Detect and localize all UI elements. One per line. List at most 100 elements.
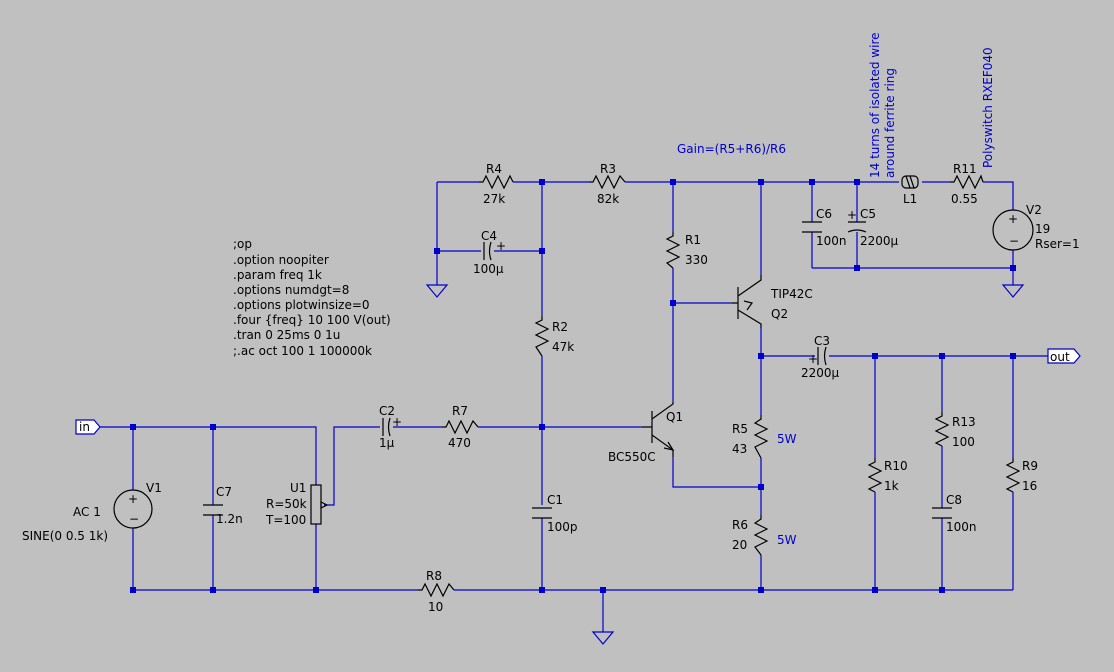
capacitor-c4: + C4 100µ xyxy=(473,229,506,276)
directive-line: ;.ac oct 100 1 100000k xyxy=(233,344,372,358)
c6-name: C6 xyxy=(816,207,832,221)
r6-power: 5W xyxy=(777,533,797,547)
c4-name: C4 xyxy=(481,229,497,243)
c5-name: C5 xyxy=(860,207,876,221)
v2-value: 19 xyxy=(1035,222,1050,236)
capacitor-c1: C1 100p xyxy=(532,493,578,534)
voltage-source-v1: + − V1 AC 1 SINE(0 0.5 1k) xyxy=(22,481,162,543)
c5-value: 2200µ xyxy=(860,234,899,248)
polyswitch-note: Polyswitch RXEF040 xyxy=(981,47,995,168)
r4-name: R4 xyxy=(486,162,502,176)
u1-name: U1 xyxy=(290,481,306,495)
r9-name: R9 xyxy=(1022,459,1038,473)
c8-name: C8 xyxy=(946,493,962,507)
junction-dots xyxy=(130,179,1016,593)
gain-note: Gain=(R5+R6)/R6 xyxy=(677,142,786,156)
directive-line: .options numdgt=8 xyxy=(233,283,349,297)
u1-line2: T=100 xyxy=(265,513,306,527)
r10-name: R10 xyxy=(884,459,908,473)
spice-directives: ;op .option noopiter .param freq 1k .opt… xyxy=(233,237,391,358)
port-in: in xyxy=(75,419,101,435)
v1-value: AC 1 xyxy=(73,505,101,519)
resistor-r7: R7 470 xyxy=(442,404,479,450)
port-out: out xyxy=(1047,348,1081,364)
r8-name: R8 xyxy=(426,569,442,583)
inductor-note-line1: 14 turns of isolated wire xyxy=(868,32,882,178)
v2-minus: − xyxy=(1009,234,1019,248)
c7-name: C7 xyxy=(216,485,232,499)
capacitor-c2: + C2 1µ xyxy=(379,404,402,450)
resistor-r9: R9 16 xyxy=(1005,458,1038,493)
resistor-r5: R5 43 5W xyxy=(732,415,797,459)
c2-name: C2 xyxy=(379,404,395,418)
c4-value: 100µ xyxy=(473,262,504,276)
ground-symbol-main xyxy=(591,631,615,645)
resistor-r11: R11 0.55 xyxy=(950,162,984,206)
v1-extra: SINE(0 0.5 1k) xyxy=(22,529,108,543)
c3-name: C3 xyxy=(814,334,830,348)
v2-plus: + xyxy=(1008,212,1018,226)
q2-name: Q2 xyxy=(771,307,788,321)
inductor-l1: L1 xyxy=(901,175,919,206)
c6-value: 100n xyxy=(816,234,847,248)
r8-value: 10 xyxy=(428,600,443,614)
r4-value: 27k xyxy=(483,192,505,206)
q1-name: Q1 xyxy=(666,410,683,424)
potentiometer-u1: U1 R=50k T=100 xyxy=(265,481,329,527)
transistor-q2: TIP42C Q2 xyxy=(732,275,813,328)
resistor-r1: R1 330 xyxy=(665,232,708,269)
port-out-label: out xyxy=(1050,350,1070,364)
port-in-label: in xyxy=(79,420,90,434)
resistor-r13: R13 100 xyxy=(934,412,976,449)
c3-plus: + xyxy=(808,352,818,366)
c2-plus: + xyxy=(392,415,402,429)
r5-value: 43 xyxy=(732,442,747,456)
resistor-r2: R2 47k xyxy=(534,316,574,357)
resistor-r10: R10 1k xyxy=(867,458,908,493)
transistor-q1: Q1 BC550C xyxy=(608,402,683,464)
directive-line: .tran 0 25ms 0 1u xyxy=(233,328,340,342)
ground-symbol-v2 xyxy=(1001,284,1025,298)
r11-name: R11 xyxy=(953,162,977,176)
resistor-r4: R4 27k xyxy=(479,162,514,206)
q1-model: BC550C xyxy=(608,450,656,464)
r13-value: 100 xyxy=(952,435,975,449)
r3-name: R3 xyxy=(600,162,616,176)
r2-value: 47k xyxy=(552,340,574,354)
capacitor-c8: C8 100n xyxy=(932,493,977,534)
directive-line: .four {freq} 10 100 V(out) xyxy=(233,313,391,327)
ground-symbol-c4 xyxy=(425,284,449,298)
c2-value: 1µ xyxy=(379,436,395,450)
capacitor-c6: C6 100n xyxy=(802,207,847,248)
c7-value: 1.2n xyxy=(216,512,243,526)
q2-model: TIP42C xyxy=(770,287,813,301)
r6-value: 20 xyxy=(732,538,747,552)
directive-line: .param freq 1k xyxy=(233,268,322,282)
directive-line: ;op xyxy=(233,237,252,251)
r13-name: R13 xyxy=(952,415,976,429)
u1-line1: R=50k xyxy=(266,497,307,511)
directive-line: .option noopiter xyxy=(233,253,329,267)
r6-name: R6 xyxy=(732,518,748,532)
r7-value: 470 xyxy=(448,436,471,450)
r9-value: 16 xyxy=(1022,479,1037,493)
c1-value: 100p xyxy=(547,520,578,534)
r5-power: 5W xyxy=(777,432,797,446)
v1-minus: − xyxy=(129,512,139,526)
v1-plus: + xyxy=(128,492,138,506)
l1-name: L1 xyxy=(903,192,917,206)
r2-name: R2 xyxy=(552,320,568,334)
resistor-r3: R3 82k xyxy=(589,162,626,206)
r3-value: 82k xyxy=(597,192,619,206)
directive-line: .options plotwinsize=0 xyxy=(233,298,370,312)
c4-plus: + xyxy=(496,239,506,253)
resistor-r8: R8 10 xyxy=(418,569,455,614)
r11-value: 0.55 xyxy=(951,192,978,206)
r1-value: 330 xyxy=(685,253,708,267)
r7-name: R7 xyxy=(452,404,468,418)
capacitor-c5: + C5 2200µ xyxy=(847,207,899,248)
c5-plus: + xyxy=(847,208,857,222)
resistor-r6: R6 20 5W xyxy=(732,515,797,556)
r10-value: 1k xyxy=(884,479,899,493)
